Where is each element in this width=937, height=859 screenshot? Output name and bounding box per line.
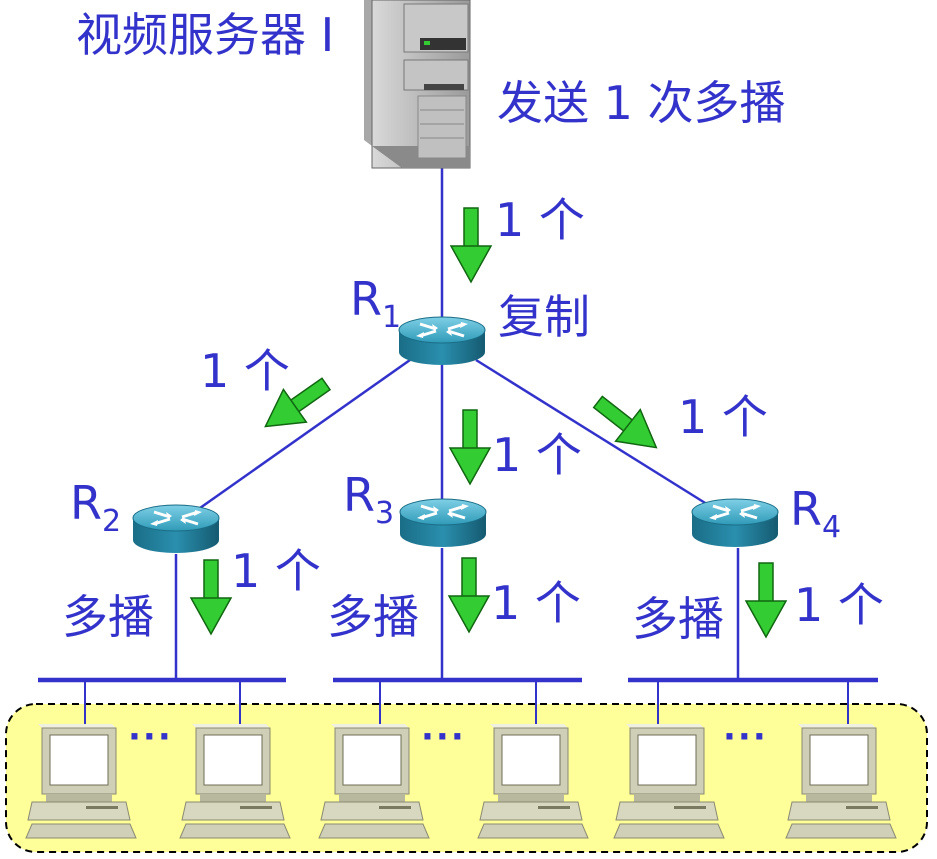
router-r2-icon [131, 503, 221, 555]
server-label: 视频服务器 I [76, 8, 335, 62]
multicast-label: 多播 [632, 592, 724, 646]
arrow-r1-to-r3 [449, 409, 491, 485]
send-once-label: 发送 1 次多播 [497, 76, 786, 130]
count-label: 1 个 [492, 428, 582, 482]
more-computers-ellipsis: ··· [421, 717, 466, 757]
copy-label: 复制 [498, 290, 590, 344]
router-r3-label: R3 [343, 468, 395, 531]
video-server-icon [364, 0, 471, 169]
arrow-server-to-r1 [450, 207, 492, 283]
network-links [174, 168, 740, 680]
arrow-r4-to-lan [745, 562, 787, 638]
r1-r4-link [475, 358, 711, 508]
router-r1-label: R1 [350, 272, 402, 335]
count-label: 1 个 [794, 578, 884, 632]
more-computers-ellipsis: ··· [723, 717, 768, 757]
router-r3-icon [398, 497, 488, 549]
arrow-r3-to-lan [448, 557, 490, 633]
router-r4-label: R4 [790, 482, 842, 545]
multicast-label: 多播 [327, 590, 419, 644]
arrow-r2-to-lan [190, 559, 232, 635]
router-r2-label: R2 [70, 476, 122, 539]
count-label: 1 个 [231, 544, 321, 598]
router-r4-icon [690, 497, 780, 549]
count-label: 1 个 [495, 193, 585, 247]
router-r1-icon [397, 315, 487, 367]
count-label: 1 个 [200, 344, 290, 398]
multicast-label: 多播 [62, 590, 154, 644]
r1-r2-link [199, 358, 411, 510]
more-computers-ellipsis: ··· [128, 717, 173, 757]
count-label: 1 个 [678, 390, 768, 444]
lan-drops [84, 680, 849, 728]
count-label: 1 个 [491, 576, 581, 630]
arrow-r1-to-r4 [584, 385, 670, 465]
